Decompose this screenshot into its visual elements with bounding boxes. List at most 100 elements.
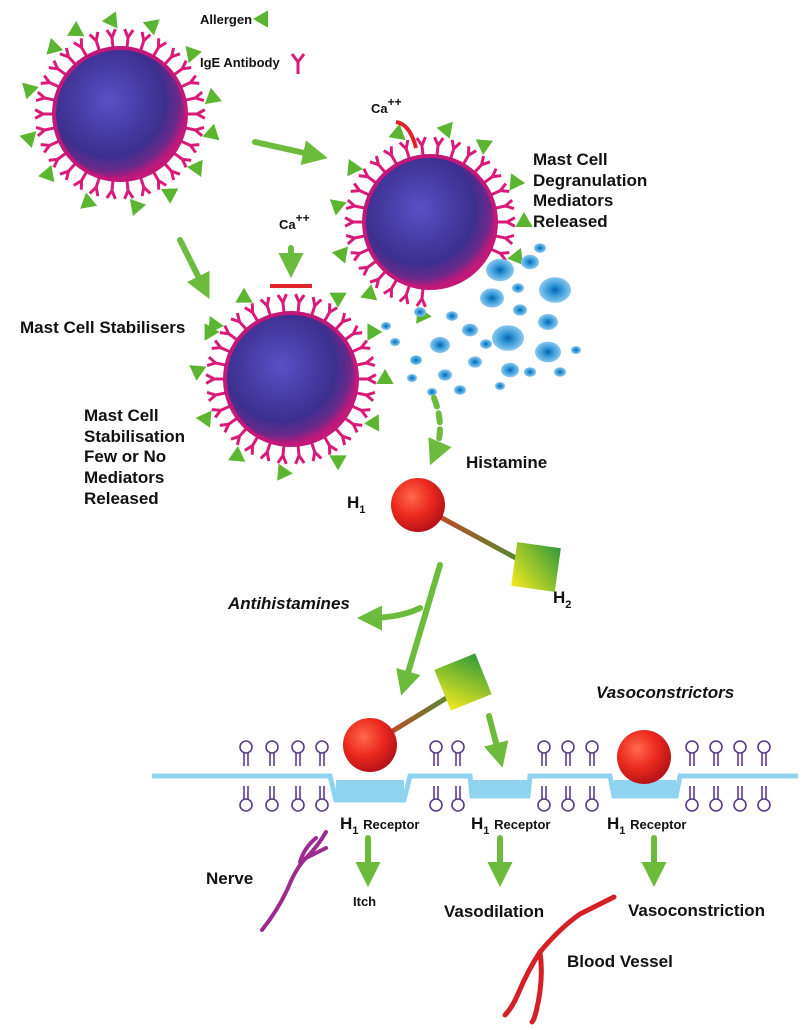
cell-body [223,311,359,447]
histamine-label: Histamine [466,453,548,472]
granule [571,346,581,354]
histamine-bound-receptor [343,653,492,772]
flow-arrows [177,139,667,888]
granule [539,277,571,303]
degranulation-text: Mast Cell Degranulation Mediators Releas… [533,150,648,232]
allergen-triangle [331,246,349,264]
granule [521,254,539,270]
cell-body [52,46,188,182]
allergen-triangle [360,284,378,301]
released-granules [381,243,581,396]
granule [381,322,391,330]
stabilisation-text: Mast Cell Stabilisation Few or No Mediat… [84,406,186,508]
mast-cell-degranulating [329,121,533,324]
arrow-histamine-release [428,395,452,466]
granule [430,337,450,353]
h1-ball [391,478,445,532]
granule [524,367,536,377]
vasodilation-label: Vasodilation [444,902,545,921]
ige-legend-icon [290,53,306,74]
allergen-triangle [204,87,222,105]
allergen-triangle [189,365,207,381]
granule [501,362,519,378]
granule [480,339,492,349]
arrow-to-degranulation [252,139,328,166]
allergen-triangle [187,159,203,177]
phospholipid [265,740,279,812]
phospholipid [561,740,575,812]
granule [468,356,482,368]
phospholipid [239,740,253,812]
calcium-label-stabilised: Ca++ [279,211,310,232]
receptor-pocket [614,780,676,796]
granule [554,367,566,377]
nerve-label: Nerve [206,869,254,888]
granule [462,323,478,337]
bound-h2-square [434,653,492,711]
allergen-legend-icon [253,10,268,28]
h2-label: H2 [553,588,572,611]
receptor-pocket [472,780,528,796]
allergen-triangle [202,123,220,141]
h1-label: H1 [347,493,366,516]
allergen-triangle [347,159,363,177]
granule [454,385,466,395]
nerve-illustration [260,830,328,932]
granule [495,382,505,390]
allergen-triangle [277,463,293,481]
cell-membrane [152,740,798,812]
histamine-molecule [391,478,561,592]
bound-h1-ball [343,718,397,772]
granule [492,325,524,351]
allergen-triangle [329,292,347,308]
phospholipid [291,740,305,812]
granule [390,338,400,346]
allergen-triangle [509,173,526,191]
antihistamines-label: Antihistamines [228,594,350,613]
phospholipid [733,740,747,812]
granule [534,243,546,253]
allergen-triangle [367,323,383,341]
allergen-triangle [46,37,64,55]
vasoconstriction-label: Vasoconstriction [628,901,765,920]
phospholipid [585,740,599,812]
calcium-channel-open [395,120,418,149]
phospholipid [315,740,329,812]
phospholipid [685,740,699,812]
granule [438,369,452,381]
calcium-label-top: Ca++ [371,95,402,116]
allergen-triangle [436,121,453,139]
granule [410,355,422,365]
allergen-triangle [228,446,246,462]
allergen-triangle [80,192,98,209]
cell-body [362,154,498,290]
vasoconstrictor-ball [617,730,671,784]
allergen-triangle [235,287,253,303]
granule [535,341,561,363]
allergen-triangle [129,198,147,216]
allergen-triangle [376,369,394,384]
granule [414,307,426,317]
granule [512,283,524,293]
granule [446,311,458,321]
allergen-triangle [329,455,347,471]
receptor-pocket [336,780,404,800]
allergen-triangle [507,247,524,266]
allergen-triangle [329,199,347,216]
granule [427,388,437,396]
arrow-h2-down [483,713,509,768]
allergen-triangle [364,414,380,432]
allergen-triangle [22,82,39,100]
granule [480,288,504,308]
phospholipid [451,740,465,812]
arrow-to-stabilised [177,237,210,300]
allergen-triangle [19,131,37,148]
allergen-triangle [204,323,220,341]
phospholipid [709,740,723,812]
granule [486,258,514,282]
allergen-triangle [388,123,406,141]
phospholipid [537,740,551,812]
h1-receptor-label-2: H1 Receptor [471,814,551,837]
arrow-to-receptor [396,562,443,696]
